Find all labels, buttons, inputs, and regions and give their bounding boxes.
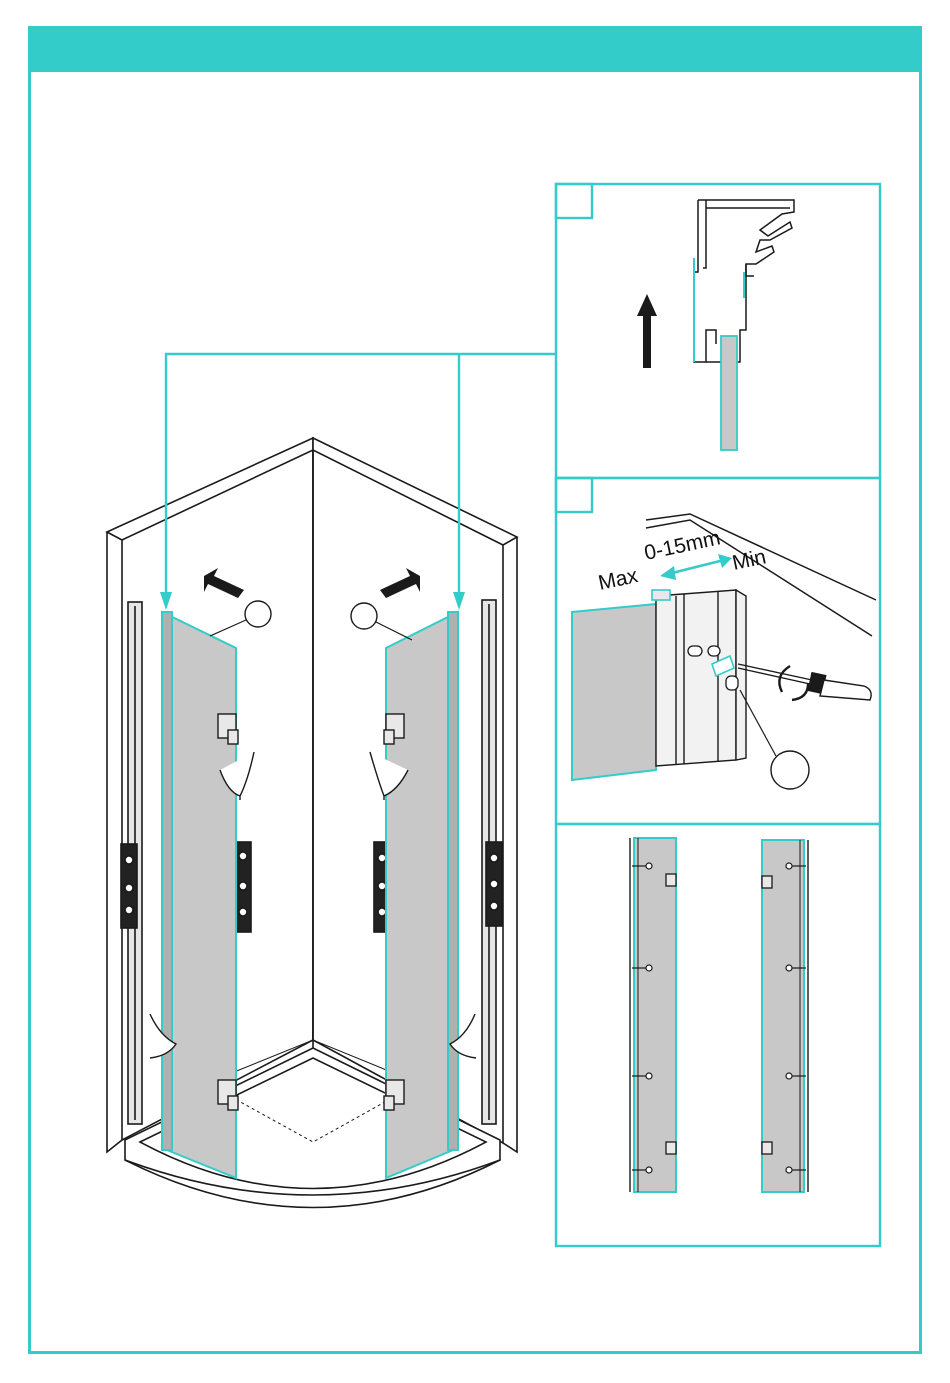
left-wall-edge [107,532,122,1152]
detail-panel-3 [556,824,880,1246]
callout-circle-right [351,603,377,629]
detail-3-hinges [666,874,772,1154]
detail-3-left-door [630,838,676,1192]
detail-2-glass [572,604,656,780]
right-wall-edge [503,537,517,1152]
detail-panel-1 [556,184,880,478]
max-label: Max [596,564,640,595]
left-wall-bracket [121,844,137,928]
callout-circle-left [245,601,271,627]
callout-circle-detail-2 [771,751,809,789]
left-door-handle [235,842,251,932]
right-wall-bracket [486,842,502,926]
range-label: 0-15mm [642,526,722,565]
step-box-2 [556,478,592,512]
detail-1-glass [721,336,737,450]
arrow-icon [637,294,657,368]
detail-1-profile [694,200,794,362]
step-box-1 [556,184,592,218]
detail-2-clip [652,590,670,600]
detail-3-right-door [762,840,808,1192]
